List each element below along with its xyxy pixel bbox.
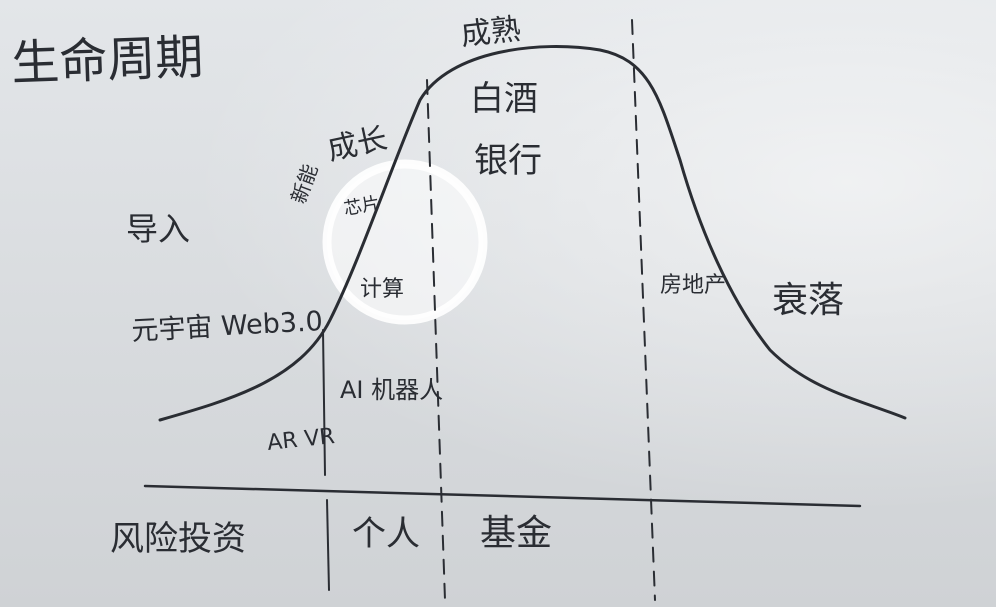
example-bank: 银行	[474, 141, 542, 181]
glare-highlight	[327, 164, 483, 320]
example-real-estate: 房地产	[660, 273, 726, 298]
stage-intro-label: 导入	[126, 210, 190, 248]
baseline	[143, 484, 862, 508]
lifecycle-curve	[158, 45, 907, 422]
example-metaverse: 元宇宙 Web3.0	[131, 306, 324, 347]
glare-ring	[322, 159, 488, 325]
investor-fund: 基金	[480, 513, 552, 554]
divider-mature-decline	[631, 19, 656, 601]
example-compute: 计算	[360, 277, 404, 302]
stage-growth-label: 成长	[324, 121, 390, 168]
example-ai-robot: AI 机器人	[340, 376, 443, 404]
stage-decline-label: 衰落	[772, 280, 844, 321]
divider-intro-growth	[322, 329, 326, 476]
investor-individual: 个人	[352, 514, 420, 554]
diagram-title: 生命周期	[10, 29, 204, 92]
example-new-energy: 新能	[286, 161, 322, 207]
divider-growth-mature	[426, 79, 446, 601]
divider-venture-individual	[326, 499, 330, 591]
investor-venture: 风险投资	[110, 519, 246, 559]
example-liquor: 白酒	[470, 79, 538, 119]
stage-mature-label: 成熟	[459, 12, 522, 53]
